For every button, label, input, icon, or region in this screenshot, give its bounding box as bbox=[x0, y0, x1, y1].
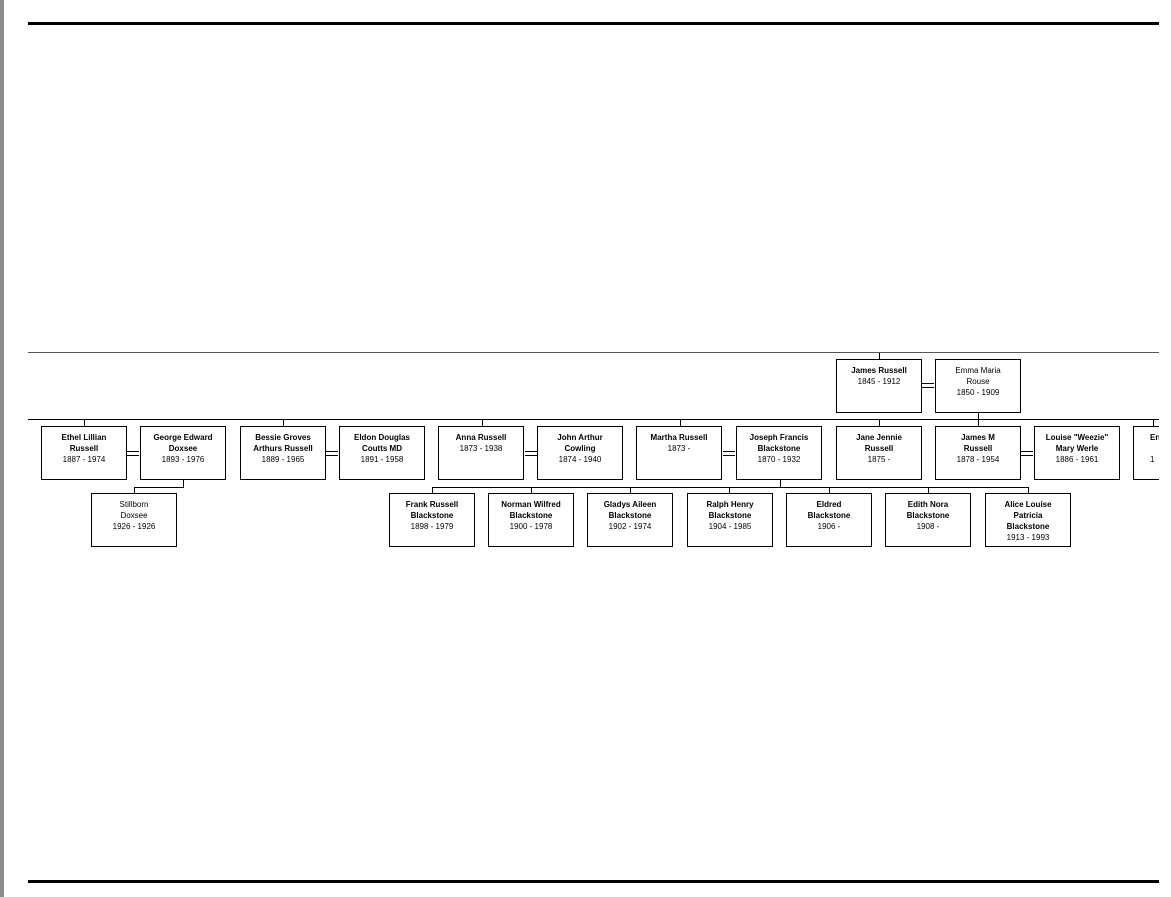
person-dates: 1893 - 1976 bbox=[161, 455, 205, 464]
person-name: Edith Nora Blackstone bbox=[906, 500, 950, 520]
person-name: James Russell bbox=[851, 366, 907, 375]
person-dates: 1850 - 1909 bbox=[956, 388, 1000, 397]
person-dates: 1873 - bbox=[667, 444, 691, 453]
person-name: Martha Russell bbox=[650, 433, 708, 442]
drop-jane bbox=[879, 420, 880, 426]
person-name: Joseph Francis Blackstone bbox=[749, 433, 809, 453]
person-card-joseph-francis-blackstone[interactable]: Joseph Francis Blackstone 1870 - 1932 bbox=[736, 426, 822, 480]
person-card-james-m-russell[interactable]: James M Russell 1878 - 1954 bbox=[935, 426, 1021, 480]
person-name: Norman Wilfred Blackstone bbox=[501, 500, 561, 520]
person-dates: 1873 - 1938 bbox=[459, 444, 503, 453]
generation-divider bbox=[28, 352, 1159, 353]
person-card-anna-russell[interactable]: Anna Russell 1873 - 1938 bbox=[438, 426, 524, 480]
drop-alice bbox=[1028, 487, 1029, 493]
person-dates: 1902 - 1974 bbox=[608, 522, 652, 531]
connector-doxsee-child-c bbox=[134, 487, 135, 493]
marriage-connector-ethel-george bbox=[127, 451, 139, 456]
person-dates: 1898 - 1979 bbox=[410, 522, 454, 531]
person-dates: 1889 - 1965 bbox=[261, 455, 305, 464]
person-card-norman-wilfred-blackstone[interactable]: Norman Wilfred Blackstone 1900 - 1978 bbox=[488, 493, 574, 547]
connector-blackstone-down bbox=[780, 480, 781, 487]
person-name: Ethel Lillian Russell bbox=[61, 433, 107, 453]
connector-doxsee-child-a bbox=[183, 480, 184, 487]
person-dates: 1878 - 1954 bbox=[956, 455, 1000, 464]
person-dates: 1874 - 1940 bbox=[558, 455, 602, 464]
sibling-bar-blackstone bbox=[432, 487, 1029, 488]
marriage-connector-bessie-eldon bbox=[326, 451, 338, 456]
person-name: Anna Russell bbox=[455, 433, 507, 442]
person-card-martha-russell[interactable]: Martha Russell 1873 - bbox=[636, 426, 722, 480]
person-card-eldon-douglas-coutts[interactable]: Eldon Douglas Coutts MD 1891 - 1958 bbox=[339, 426, 425, 480]
person-dates: 1906 - bbox=[817, 522, 841, 531]
page-left-edge bbox=[0, 0, 4, 897]
marriage-connector-anna-john bbox=[525, 451, 537, 456]
person-name: George Edward Doxsee bbox=[153, 433, 213, 453]
person-name: Eldred Blackstone bbox=[807, 500, 851, 520]
person-card-louise-werle[interactable]: Louise "Weezie" Mary Werle 1886 - 1961 bbox=[1034, 426, 1120, 480]
person-card-bessie-groves-arthurs-russell[interactable]: Bessie Groves Arthurs Russell 1889 - 196… bbox=[240, 426, 326, 480]
person-name: Emma Maria Rouse bbox=[955, 366, 1001, 386]
drop-anna bbox=[482, 420, 483, 426]
person-dates: 1886 - 1961 bbox=[1055, 455, 1099, 464]
drop-ethel bbox=[84, 420, 85, 426]
drop-frank bbox=[432, 487, 433, 493]
drop-edith bbox=[928, 487, 929, 493]
person-name: En bbox=[1150, 433, 1159, 442]
person-name: Frank Russell Blackstone bbox=[405, 500, 459, 520]
person-name: Ralph Henry Blackstone bbox=[706, 500, 754, 520]
marriage-connector-james-louise bbox=[1021, 451, 1033, 456]
person-card-eldred-blackstone[interactable]: Eldred Blackstone 1906 - bbox=[786, 493, 872, 547]
person-name: Jane Jennie Russell bbox=[856, 433, 902, 453]
connector-root-up bbox=[879, 353, 880, 359]
person-dates: 1904 - 1985 bbox=[708, 522, 752, 531]
person-name: Eldon Douglas Coutts MD bbox=[354, 433, 410, 453]
drop-norman bbox=[531, 487, 532, 493]
person-name: John Arthur Cowling bbox=[557, 433, 603, 453]
person-card-partial[interactable]: En 1 bbox=[1133, 426, 1159, 480]
person-card-james-russell[interactable]: James Russell 1845 - 1912 bbox=[836, 359, 922, 413]
person-dates: 1908 - bbox=[916, 522, 940, 531]
person-dates: 1845 - 1912 bbox=[857, 377, 901, 386]
person-dates: 1887 - 1974 bbox=[62, 455, 106, 464]
drop-james-m bbox=[978, 420, 979, 426]
page-top-rule bbox=[28, 22, 1159, 25]
drop-martha bbox=[680, 420, 681, 426]
person-dates: 1 bbox=[1150, 455, 1155, 464]
connector-doxsee-child-b bbox=[134, 487, 184, 488]
person-dates: 1891 - 1958 bbox=[360, 455, 404, 464]
connector-root-down bbox=[978, 413, 979, 420]
person-name: Stillborn Doxsee bbox=[119, 500, 149, 520]
drop-ralph bbox=[729, 487, 730, 493]
person-card-stillborn-doxsee[interactable]: Stillborn Doxsee 1926 - 1926 bbox=[91, 493, 177, 547]
person-card-emma-maria-rouse[interactable]: Emma Maria Rouse 1850 - 1909 bbox=[935, 359, 1021, 413]
person-card-ralph-henry-blackstone[interactable]: Ralph Henry Blackstone 1904 - 1985 bbox=[687, 493, 773, 547]
person-card-alice-louise-patricia-blackstone[interactable]: Alice Louise Patricia Blackstone 1913 - … bbox=[985, 493, 1071, 547]
person-name: Louise "Weezie" Mary Werle bbox=[1045, 433, 1109, 453]
marriage-connector-martha-joseph bbox=[723, 451, 735, 456]
person-name: Bessie Groves Arthurs Russell bbox=[253, 433, 313, 453]
person-name: Gladys Aileen Blackstone bbox=[603, 500, 657, 520]
person-dates: 1875 - bbox=[867, 455, 891, 464]
person-dates: 1870 - 1932 bbox=[757, 455, 801, 464]
drop-eldred bbox=[829, 487, 830, 493]
person-name: James M Russell bbox=[961, 433, 995, 453]
person-card-george-edward-doxsee[interactable]: George Edward Doxsee 1893 - 1976 bbox=[140, 426, 226, 480]
person-dates: 1913 - 1993 bbox=[1006, 533, 1050, 542]
drop-bessie bbox=[283, 420, 284, 426]
person-card-gladys-aileen-blackstone[interactable]: Gladys Aileen Blackstone 1902 - 1974 bbox=[587, 493, 673, 547]
person-card-john-arthur-cowling[interactable]: John Arthur Cowling 1874 - 1940 bbox=[537, 426, 623, 480]
marriage-connector-root bbox=[922, 383, 934, 388]
person-card-ethel-lillian-russell[interactable]: Ethel Lillian Russell 1887 - 1974 bbox=[41, 426, 127, 480]
person-dates: 1900 - 1978 bbox=[509, 522, 553, 531]
sibling-bar-generation-2 bbox=[28, 419, 1159, 420]
person-dates: 1926 - 1926 bbox=[112, 522, 156, 531]
person-name: Alice Louise Patricia Blackstone bbox=[1004, 500, 1052, 531]
drop-en bbox=[1153, 420, 1154, 426]
person-card-edith-nora-blackstone[interactable]: Edith Nora Blackstone 1908 - bbox=[885, 493, 971, 547]
person-card-jane-jennie-russell[interactable]: Jane Jennie Russell 1875 - bbox=[836, 426, 922, 480]
drop-gladys bbox=[630, 487, 631, 493]
person-card-frank-russell-blackstone[interactable]: Frank Russell Blackstone 1898 - 1979 bbox=[389, 493, 475, 547]
page-bottom-rule bbox=[28, 880, 1159, 883]
